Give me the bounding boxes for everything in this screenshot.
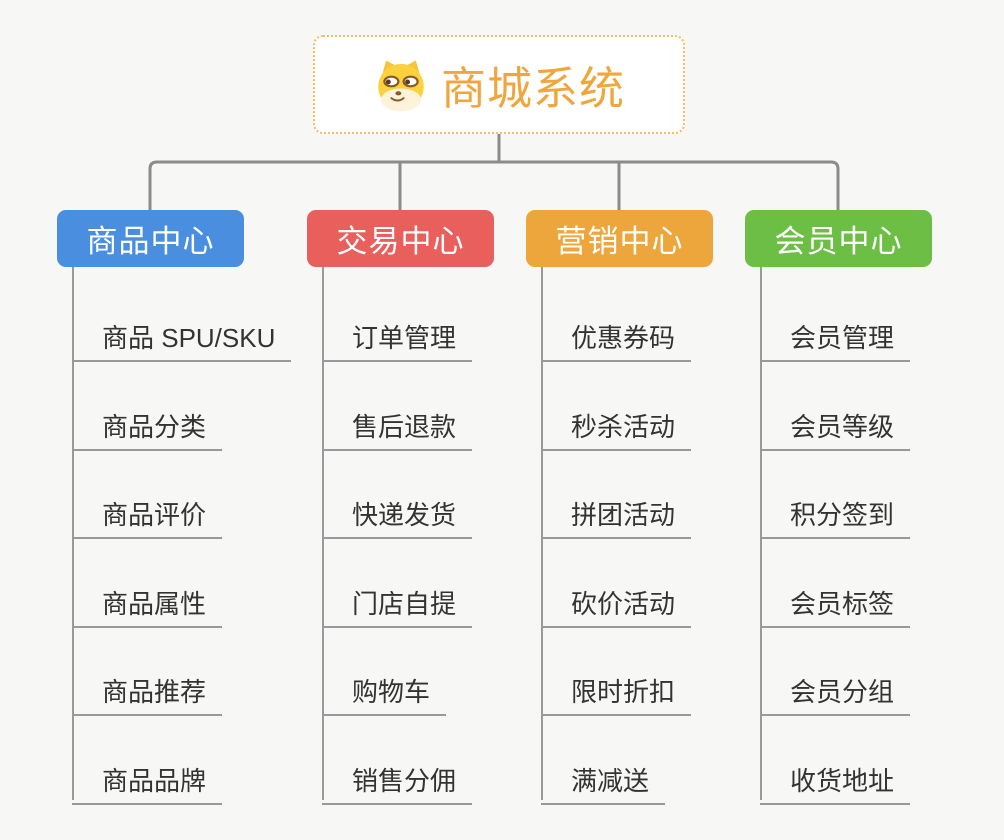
branch-item[interactable]: 会员管理 bbox=[760, 307, 911, 362]
branch-item-label: 砍价活动 bbox=[571, 589, 676, 619]
branch-item[interactable]: 售后退款 bbox=[322, 396, 473, 451]
branch-item-label: 会员分组 bbox=[790, 677, 895, 707]
branch-item-label: 售后退款 bbox=[352, 412, 457, 442]
branch-item[interactable]: 会员标签 bbox=[760, 573, 911, 628]
branch-item[interactable]: 会员等级 bbox=[760, 396, 911, 451]
branch-item[interactable]: 商品推荐 bbox=[72, 661, 223, 716]
branch-header-label: 交易中心 bbox=[336, 224, 465, 259]
branch-connector-line bbox=[322, 267, 324, 800]
branch-connector-line bbox=[541, 267, 543, 800]
branch-item-label: 购物车 bbox=[352, 677, 431, 707]
branch-item[interactable]: 商品评价 bbox=[72, 484, 223, 539]
branch-item-label: 商品 SPU/SKU bbox=[102, 323, 276, 353]
branch-item[interactable]: 商品 SPU/SKU bbox=[72, 307, 292, 362]
branch-item-label: 满减送 bbox=[571, 766, 650, 796]
branch-item[interactable]: 拼团活动 bbox=[541, 484, 692, 539]
branch-item-label: 门店自提 bbox=[352, 589, 457, 619]
branch-header-3[interactable]: 营销中心 bbox=[526, 210, 713, 267]
branch-item[interactable]: 限时折扣 bbox=[541, 661, 692, 716]
branch-item-label: 会员等级 bbox=[790, 412, 895, 442]
branch-header-label: 营销中心 bbox=[555, 224, 684, 259]
branch-item[interactable]: 商品分类 bbox=[72, 396, 223, 451]
branch-item[interactable]: 购物车 bbox=[322, 661, 447, 716]
branch-item-label: 商品推荐 bbox=[102, 677, 207, 707]
branch-item-label: 积分签到 bbox=[790, 500, 895, 530]
branch-item-label: 会员管理 bbox=[790, 323, 895, 353]
branch-item[interactable]: 积分签到 bbox=[760, 484, 911, 539]
branch-header-label: 会员中心 bbox=[774, 224, 903, 259]
branch-item[interactable]: 商品品牌 bbox=[72, 750, 223, 805]
branch-connector-line bbox=[760, 267, 762, 800]
branch-header-2[interactable]: 交易中心 bbox=[307, 210, 494, 267]
branch-header-1[interactable]: 商品中心 bbox=[57, 210, 244, 267]
root-topic[interactable]: 商城系统 bbox=[313, 35, 685, 134]
branch-item-label: 订单管理 bbox=[352, 323, 457, 353]
branch-connector-line bbox=[72, 267, 74, 800]
branch-item[interactable]: 商品属性 bbox=[72, 573, 223, 628]
branch-item[interactable]: 收货地址 bbox=[760, 750, 911, 805]
doge-face-icon bbox=[378, 60, 424, 111]
branch-item-label: 商品属性 bbox=[102, 589, 207, 619]
branch-item-label: 限时折扣 bbox=[571, 677, 676, 707]
branch-item-label: 拼团活动 bbox=[571, 500, 676, 530]
branch-item[interactable]: 满减送 bbox=[541, 750, 666, 805]
branch-item-label: 商品品牌 bbox=[102, 766, 207, 796]
branch-item[interactable]: 砍价活动 bbox=[541, 573, 692, 628]
branch-item[interactable]: 秒杀活动 bbox=[541, 396, 692, 451]
branch-item-label: 商品分类 bbox=[102, 412, 207, 442]
branch-item[interactable]: 门店自提 bbox=[322, 573, 473, 628]
branch-item-label: 快递发货 bbox=[352, 500, 457, 530]
branch-item-label: 秒杀活动 bbox=[571, 412, 676, 442]
branch-item[interactable]: 快递发货 bbox=[322, 484, 473, 539]
branch-item[interactable]: 销售分佣 bbox=[322, 750, 473, 805]
branch-header-4[interactable]: 会员中心 bbox=[745, 210, 932, 267]
branch-item-label: 销售分佣 bbox=[352, 766, 457, 796]
branch-item[interactable]: 会员分组 bbox=[760, 661, 911, 716]
branch-item[interactable]: 订单管理 bbox=[322, 307, 473, 362]
branch-item-label: 会员标签 bbox=[790, 589, 895, 619]
branch-header-label: 商品中心 bbox=[86, 224, 215, 259]
branch-item-label: 收货地址 bbox=[790, 766, 895, 796]
branch-item[interactable]: 优惠券码 bbox=[541, 307, 692, 362]
branch-item-label: 商品评价 bbox=[102, 500, 207, 530]
branch-item-label: 优惠券码 bbox=[571, 323, 676, 353]
root-topic-label: 商城系统 bbox=[440, 63, 625, 114]
